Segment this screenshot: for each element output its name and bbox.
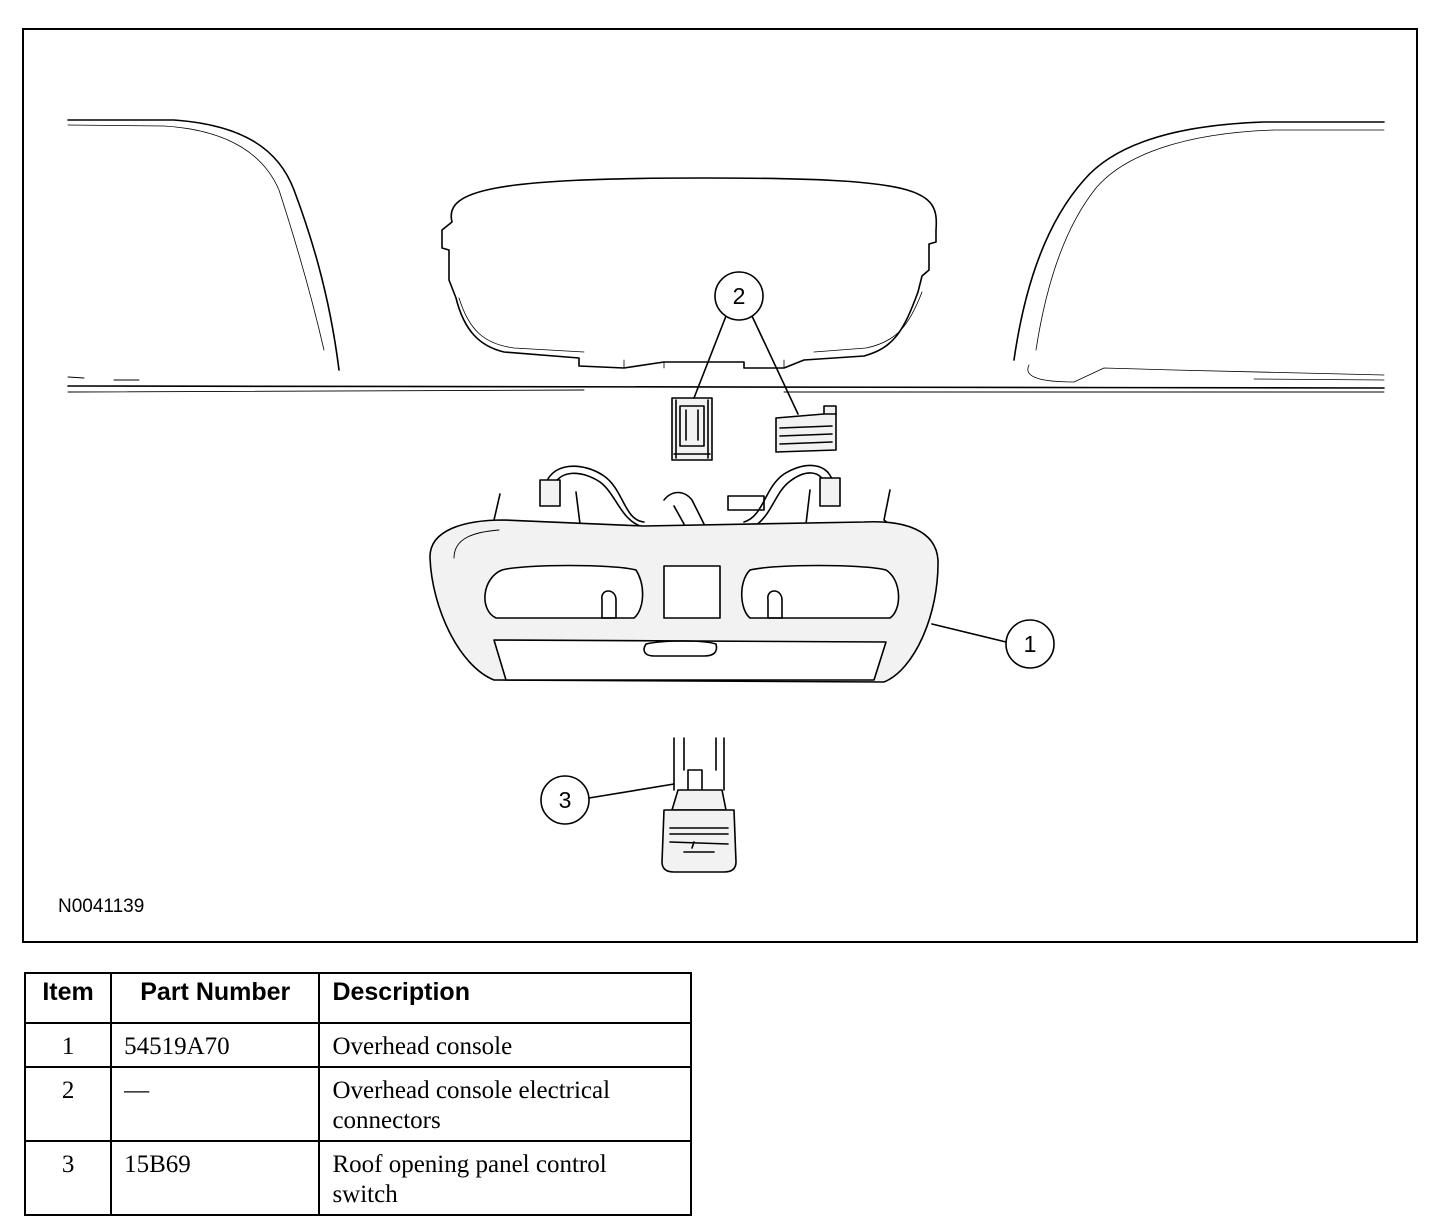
cell-item: 2	[23, 1066, 113, 1142]
overhead-console-illustration: 2 1 3	[67, 119, 1385, 873]
callout-circle-1	[1005, 619, 1055, 669]
console-wiring	[493, 464, 895, 529]
cell-part-number: —	[110, 1066, 321, 1142]
cell-description: Overhead console electrical connectors	[318, 1066, 692, 1142]
callout-circle-2	[714, 271, 764, 321]
figure-frame: 2 1 3 N0041139	[22, 28, 1418, 943]
overhead-console	[429, 519, 939, 683]
cell-item: 1	[23, 1022, 113, 1068]
table-row: 2 — Overhead console electrical connecto…	[23, 1066, 692, 1142]
cell-part-number: 15B69	[110, 1140, 321, 1216]
table-row: 1 54519A70 Overhead console	[23, 1022, 692, 1068]
connector-right	[775, 405, 837, 453]
table-header-row: Item Part Number Description	[23, 972, 692, 1024]
cell-description: Roof opening panel control switch	[318, 1140, 692, 1216]
left-window-inner	[67, 124, 325, 351]
table-row: 3 15B69 Roof opening panel control switc…	[23, 1140, 692, 1216]
leader-line-1	[931, 623, 1007, 643]
callout-label-1: 1	[1024, 631, 1037, 657]
cell-part-number: 54519A70	[110, 1022, 321, 1068]
left-window-outline	[67, 119, 340, 371]
roof-line	[67, 385, 1385, 389]
callout-circle-3	[540, 775, 590, 825]
header-item: Item	[23, 972, 113, 1024]
leader-line-2a	[693, 315, 727, 399]
cell-item: 3	[23, 1140, 113, 1216]
cell-description: Overhead console	[318, 1022, 692, 1068]
callout-label-2: 2	[733, 283, 746, 309]
roof-line-lower	[67, 389, 1385, 393]
leader-line-3	[588, 783, 675, 799]
callout-label-3: 3	[559, 787, 572, 813]
parts-table: Item Part Number Description 1 54519A70 …	[23, 972, 692, 1216]
header-part-number: Part Number	[110, 972, 321, 1024]
roof-switch	[661, 737, 737, 873]
connector-left	[671, 397, 713, 461]
figure-code: N0041139	[58, 896, 145, 917]
header-description: Description	[318, 972, 692, 1024]
leader-line-2b	[751, 315, 799, 415]
mirror-opening	[441, 177, 938, 369]
right-window-outline	[1013, 121, 1385, 361]
right-window-inner	[1035, 129, 1385, 351]
